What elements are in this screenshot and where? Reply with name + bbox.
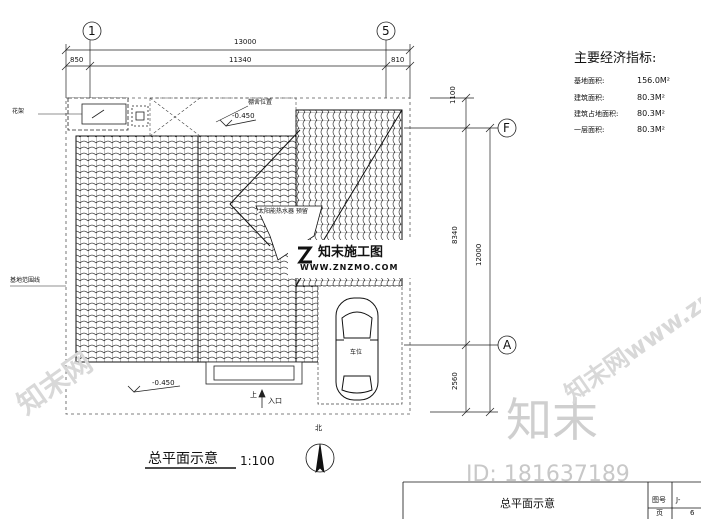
logo-cn: 知末施工图 [318,245,384,260]
eco-label-1: 基地面积: [574,77,605,85]
economics-title: 主要经济指标: [574,51,657,66]
label-up: 上 [250,391,257,399]
label-entrance: 入口 [268,397,282,405]
label-garden: 花架 [12,108,25,115]
titleblock-page-no: 6 [690,509,695,517]
watermark-id: ID: 181637189 [466,462,630,487]
eco-value-1: 156.0M² [637,76,671,85]
label-solar: 太阳能热水器 预留 [258,208,308,215]
dim-main-span: 11340 [229,56,252,64]
dim-left-offset: 850 [70,56,84,64]
logo-url: WWW.ZNZMO.COM [300,263,399,272]
axis-label-F: F [503,121,510,135]
titleblock-page-label: 页 [656,509,663,517]
dim-total-width: 13000 [234,38,257,46]
eco-label-3: 建筑占地面积: [574,110,619,118]
entrance-steps [205,361,303,408]
roof-hip-lines [75,109,403,362]
roof-lower-right [295,285,319,363]
eco-value-2: 80.3M² [637,93,665,102]
logo-bg [288,240,412,278]
eco-label-2: 建筑面积: [574,94,605,102]
drawing-title: 总平面示意 [148,451,218,467]
axis-label-A: A [503,338,512,352]
axis-bubbles-right [497,118,517,355]
elevation-markers [127,119,257,393]
dim-top-right-small: 1100 [449,86,457,104]
label-north: 北 [315,424,322,432]
pergola [67,97,149,131]
eco-value-4: 80.3M² [637,125,665,134]
right-dimensions [404,93,498,417]
titleblock-drawing-no: J- [676,496,681,504]
axis-label-1: 1 [88,24,96,38]
leader-lines [38,105,249,123]
titleblock-drawing-no-label: 图号 [652,496,666,504]
roof-left [75,135,199,363]
dim-right-offset: 810 [391,56,405,64]
label-boundary: 基地范围线 [10,277,41,284]
north-arrow [305,443,335,474]
label-roof-position: 棚舍位置 [248,99,273,106]
dim-bottom: 2560 [451,372,459,390]
axis-bubbles-top [82,21,396,41]
dim-overall-height: 12000 [475,243,483,266]
label-parking: 车位 [350,349,363,356]
logo-mark [297,246,313,264]
watermark-big-cn: 知末 [506,393,598,447]
eco-label-4: 一层面积: [574,126,605,134]
car-icon [335,297,379,401]
titleblock-name: 总平面示意 [500,497,555,510]
label-elev-top: -0.450 [232,112,255,120]
axis-label-5: 5 [382,24,390,38]
title-block [402,481,701,519]
roof-garden-area [149,97,297,137]
drawing-scale: 1:100 [240,454,275,468]
top-dimensions [61,40,415,98]
label-elev-bottom: -0.450 [152,379,175,387]
dim-middle: 8340 [451,226,459,244]
eco-value-3: 80.3M² [637,109,665,118]
